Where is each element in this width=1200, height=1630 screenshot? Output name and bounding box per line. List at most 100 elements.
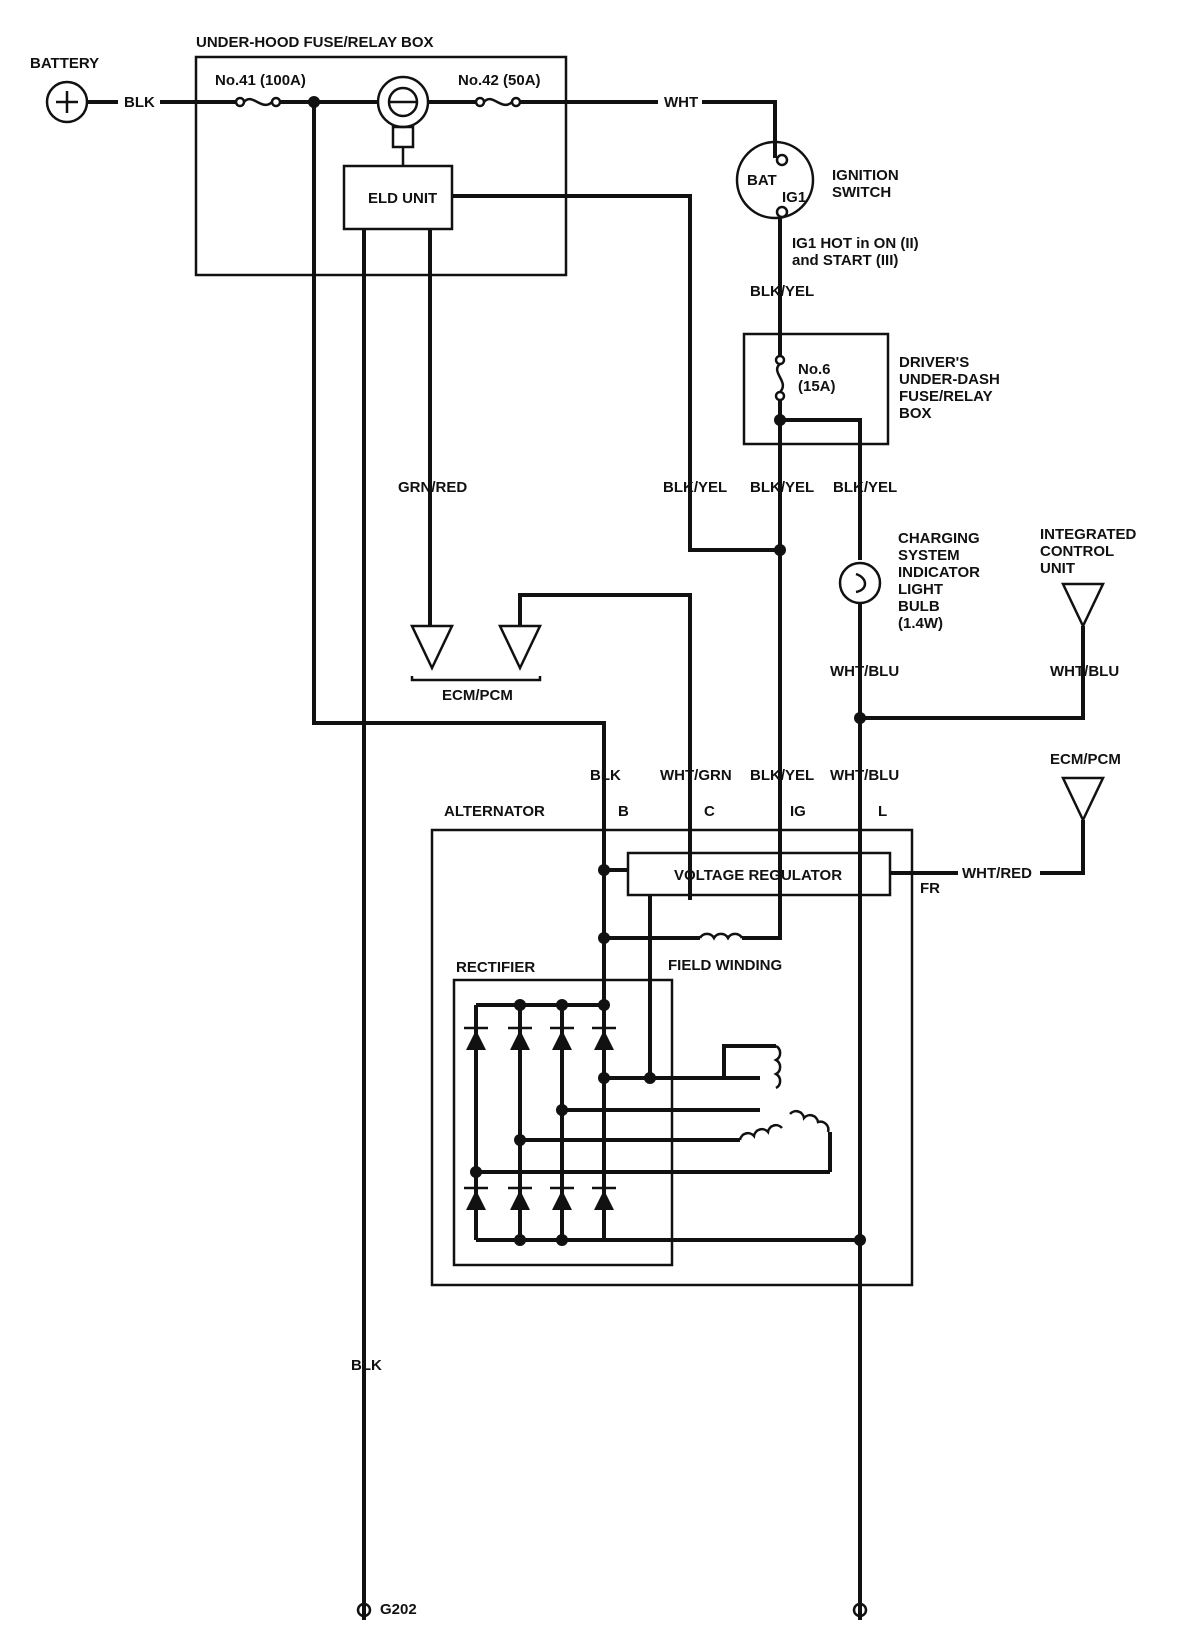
junction-field: [598, 932, 610, 944]
rectifier-label: RECTIFIER: [456, 959, 535, 976]
dash-box-label-3: FUSE/RELAY: [899, 388, 993, 405]
ignition-note-2: and START (III): [792, 252, 898, 269]
icu-label-2: CONTROL: [1040, 543, 1114, 560]
alternator: [430, 828, 914, 1287]
bulb-filament: [855, 572, 867, 594]
wire-label-blk-battery: BLK: [124, 94, 155, 111]
wire-wht-b: [702, 100, 777, 158]
diode-lower-3: [552, 1190, 572, 1210]
ground-g202-point: [356, 1602, 372, 1618]
diode-upper-3: [552, 1030, 572, 1050]
fuse-41-terminal-right: [270, 96, 282, 108]
ignition-switch-label-1: IGNITION: [832, 167, 899, 184]
icu-label-1: INTEGRATED: [1040, 526, 1137, 543]
field-winding-coil: [698, 932, 744, 941]
diode-lower-1: [466, 1190, 486, 1210]
wire-label-wht-blu-bulb: WHT/BLU: [830, 663, 899, 680]
wire-label-blk-yel-ig: BLK/YEL: [750, 767, 814, 784]
ignition-ig1-label: IG1: [782, 189, 806, 206]
dash-box-label-2: UNDER-DASH: [899, 371, 1000, 388]
under-hood-box-label: UNDER-HOOD FUSE/RELAY BOX: [196, 34, 434, 51]
junction-b-regulator: [598, 864, 610, 876]
under-hood-fuse-box: [194, 55, 568, 277]
fuse-41-element: [243, 97, 273, 107]
dash-box-label-4: BOX: [899, 405, 932, 422]
wire-label-wht-grn: WHT/GRN: [660, 767, 732, 784]
eld-unit-label: ELD UNIT: [368, 190, 437, 207]
voltage-regulator-label: VOLTAGE REGULATOR: [674, 867, 842, 884]
wire-label-blk-yel-eld: BLK/YEL: [663, 479, 727, 496]
dash-box-label-1: DRIVER'S: [899, 354, 969, 371]
fuse-6-label-1: No.6: [798, 361, 831, 378]
ecm-pcm-label-right: ECM/PCM: [1050, 751, 1121, 768]
ground-g202: [356, 1602, 372, 1618]
terminal-c: C: [704, 803, 715, 820]
ecm-pcm-connector-2: [498, 624, 542, 671]
diode-lower-2: [510, 1190, 530, 1210]
indicator-label-3: INDICATOR: [898, 564, 980, 581]
wire-label-grn-red: GRN/RED: [398, 479, 467, 496]
battery: BATTERY: [30, 55, 99, 124]
field-winding-label: FIELD WINDING: [668, 957, 782, 974]
stator-winding-c: [789, 1109, 830, 1133]
ground-alternator: [852, 1602, 868, 1618]
wire-label-blk-yel-ig1: BLK/YEL: [750, 283, 814, 300]
wire-fr-b: [1040, 820, 1085, 875]
icu-connector: [1061, 582, 1105, 629]
wire-blk-b-terminal: [312, 102, 606, 1050]
wire-label-wht-blu-l: WHT/BLU: [830, 767, 899, 784]
ecm-pcm-connector-fr: [1061, 776, 1105, 823]
junction-stator-1: [598, 1072, 610, 1084]
under-dash-fuse-box: [742, 332, 890, 446]
diode-upper-2: [510, 1030, 530, 1050]
wire-wht-blu-icu: [860, 626, 1085, 720]
fuse-41-label: No.41 (100A): [215, 72, 306, 89]
ecm-pcm-bracket: [410, 676, 542, 682]
stator-winding-b: [738, 1123, 783, 1141]
rectifier: [452, 978, 674, 1267]
ecm-pcm-label-top: ECM/PCM: [442, 687, 513, 704]
fuse-42-terminal-left: [474, 96, 486, 108]
indicator-label-2: SYSTEM: [898, 547, 960, 564]
ignition-switch: [735, 140, 815, 220]
fuse-6-terminal-bottom: [774, 390, 786, 402]
indicator-label-5: BULB: [898, 598, 940, 615]
junction-stator-3: [514, 1134, 526, 1146]
icu-label-3: UNIT: [1040, 560, 1075, 577]
junction-stator-2: [556, 1104, 568, 1116]
stator-winding-a: [773, 1044, 782, 1090]
wire-label-blk-ground: BLK: [351, 1357, 382, 1374]
junction-rect-top-4: [598, 999, 610, 1011]
terminal-ig: IG: [790, 803, 806, 820]
ecm-pcm-connector-1: [410, 624, 454, 671]
wire-blk-yel-indicator: [780, 418, 862, 560]
fuse-6-element: [775, 363, 785, 393]
voltage-regulator: [626, 851, 892, 897]
ignition-ig1-terminal: [775, 205, 789, 219]
terminal-l: L: [878, 803, 887, 820]
diode-upper-4: [594, 1030, 614, 1050]
alternator-label: ALTERNATOR: [444, 803, 545, 820]
junction-rect-bottom-l: [854, 1234, 866, 1246]
fuse-6-terminal-top: [774, 354, 786, 366]
ignition-bat-terminal: [775, 153, 789, 167]
fuse-42-terminal-right: [510, 96, 522, 108]
wire-label-blk-b: BLK: [590, 767, 621, 784]
junction-blk-yel: [774, 544, 786, 556]
wire-label-wht: WHT: [664, 94, 698, 111]
wire-regulator-stator: [604, 895, 652, 1080]
wire-label-wht-red: WHT/RED: [962, 865, 1032, 882]
charging-indicator-bulb: [838, 561, 882, 605]
wire-field-b: [742, 900, 782, 940]
terminal-fr: FR: [920, 880, 940, 897]
fuse-42-element: [483, 97, 513, 107]
ground-label-g202: G202: [380, 1601, 417, 1618]
battery-label: BATTERY: [30, 55, 99, 72]
wire-label-blk-yel-indicator: BLK/YEL: [833, 479, 897, 496]
fuse-42-label: No.42 (50A): [458, 72, 541, 89]
ground-alternator-point: [852, 1602, 868, 1618]
wire-label-wht-blu-icu: WHT/BLU: [1050, 663, 1119, 680]
stator-lead-a: [722, 1044, 776, 1078]
terminal-b: B: [618, 803, 629, 820]
